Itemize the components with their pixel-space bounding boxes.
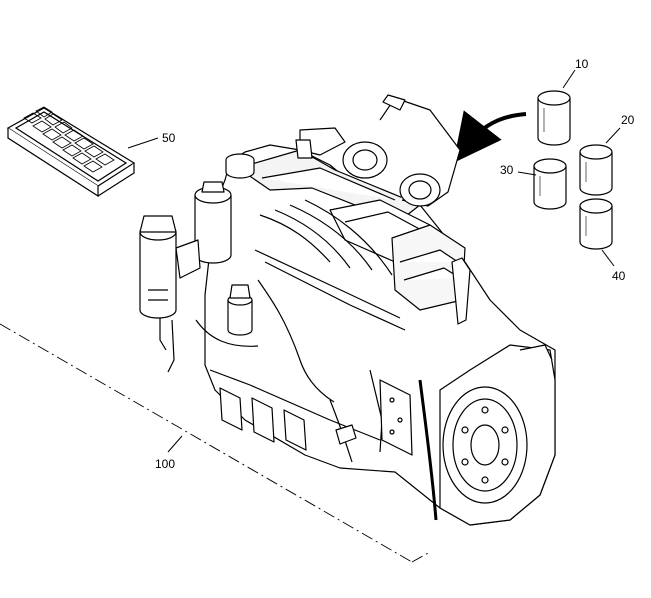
callout-20: 20: [621, 113, 635, 127]
leader-line-40: [601, 249, 615, 267]
engine-assembly: [139, 94, 556, 526]
leader-line-10: [562, 69, 576, 89]
callout-30: 30: [500, 163, 514, 177]
filter-cartridge-40: [579, 198, 613, 250]
leader-line-20: [605, 127, 621, 144]
leader-line-50: [127, 137, 159, 149]
leader-line-100: [167, 435, 183, 453]
curved-arrow-icon: [453, 110, 527, 163]
boundary-lines: [0, 323, 431, 563]
leader-line-30: [517, 171, 537, 176]
filter-cartridge-10: [537, 90, 571, 146]
air-filter-panel: [6, 106, 136, 198]
filter-cartridge-20: [579, 144, 613, 196]
callout-100: 100: [155, 457, 175, 471]
callout-40: 40: [612, 269, 626, 283]
filter-cartridge-30: [533, 158, 567, 210]
callout-10: 10: [575, 57, 589, 71]
callout-50: 50: [162, 131, 176, 145]
